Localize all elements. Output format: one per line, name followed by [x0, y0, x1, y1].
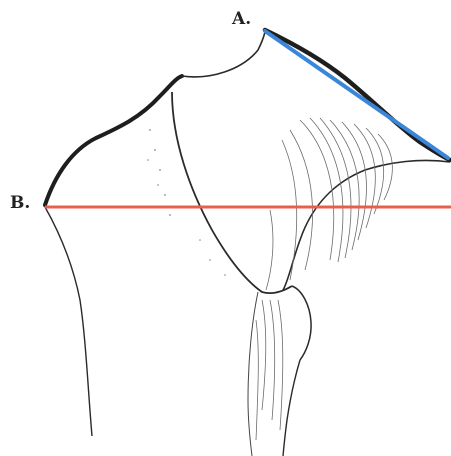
bone-upper-dome — [182, 32, 265, 77]
bone-stipple — [147, 129, 226, 276]
reference-line-a — [265, 31, 448, 158]
bone-left-shaft-edge — [45, 207, 92, 436]
label-b: B. — [10, 193, 30, 213]
bone-right-shaft-edge — [283, 360, 300, 456]
bone-outer-contour — [45, 76, 182, 205]
bone-illustration — [45, 30, 450, 456]
label-a: A. — [231, 9, 251, 29]
bone-tubercle — [292, 286, 311, 360]
bone-central-ridge — [172, 92, 292, 293]
bone-shading-hatch — [256, 118, 392, 440]
